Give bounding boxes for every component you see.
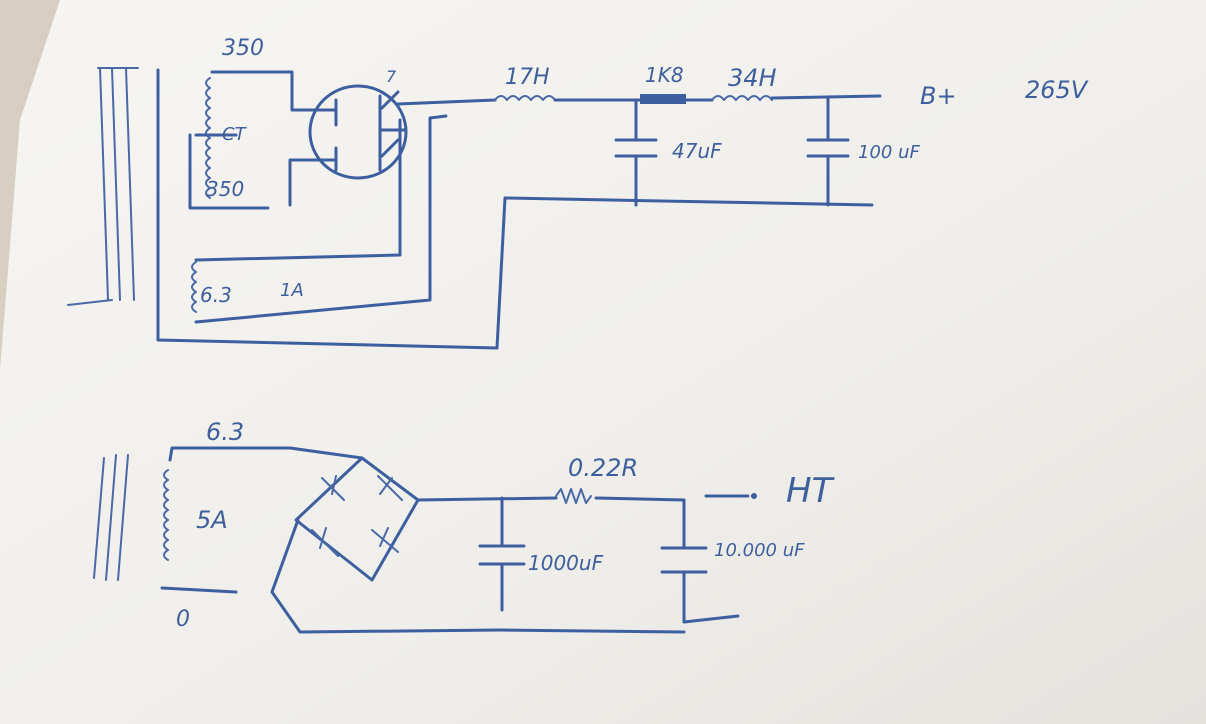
label-secondary-current: 5A [196, 506, 228, 534]
label-cap-10000uf: 10.000 uF [714, 540, 805, 561]
transformer-core [99, 67, 135, 301]
label-hv-top: 350 [222, 36, 264, 61]
resistor-1k8 [640, 94, 686, 104]
choke-34h [711, 95, 773, 101]
valve-rectifier-supply [67, 67, 882, 350]
bridge-output-wire [416, 496, 558, 502]
ht-rail [594, 494, 750, 502]
label-secondary-voltage: 6.3 [206, 418, 244, 446]
heater-wire-1 [194, 118, 402, 262]
resistor-0-22r [555, 488, 592, 504]
tube-output-lead [396, 98, 497, 106]
label-b-plus: B+ [920, 82, 957, 110]
bridge-rectifier-supply [93, 446, 757, 634]
label-heater-current: 1A [280, 280, 304, 301]
bridge-ground-wire [270, 518, 502, 634]
label-choke-17h: 17H [505, 65, 550, 90]
secondary-winding [163, 469, 169, 561]
choke-17h [494, 95, 556, 101]
tube-electrodes [334, 90, 406, 172]
return-path [156, 68, 507, 350]
heater-winding [191, 261, 197, 313]
hv-winding [205, 77, 211, 199]
label-b-plus-voltage: 265V [1025, 76, 1089, 104]
diode-bridge [294, 456, 420, 582]
label-choke-34h: 34H [728, 64, 777, 92]
capacitor-1000uf [478, 496, 526, 612]
label-ht: HT [786, 471, 835, 511]
label-heater-voltage: 6.3 [200, 283, 232, 307]
label-cap-47uf: 47uF [672, 139, 722, 163]
label-resistor-1k8: 1K8 [645, 63, 684, 87]
secondary-lead-bottom [160, 586, 238, 594]
label-cap-1000uf: 1000uF [528, 551, 604, 575]
b-plus-rail [770, 94, 882, 100]
ground-rail-top [503, 196, 874, 207]
label-cap-100uf: 100 uF [858, 142, 920, 163]
label-center-tap: CT [222, 124, 248, 145]
hv-lead-bottom [188, 133, 338, 210]
label-zero: 0 [176, 607, 190, 632]
label-hv-bottom: 350 [206, 177, 244, 201]
transformer-core-ends [67, 67, 139, 306]
ht-terminal [751, 493, 757, 499]
ground-rail-bottom [498, 628, 686, 634]
secondary-lead-top [168, 446, 364, 462]
rectifier-tube [308, 84, 408, 180]
label-resistor-0-22r: 0.22R [568, 454, 638, 482]
heater-wire-2 [194, 114, 448, 324]
transformer-core-2 [93, 454, 129, 581]
capacitor-10000uf [660, 498, 740, 624]
label-tube-pin: 7 [386, 67, 397, 86]
capacitor-47uf [614, 98, 658, 207]
diode-symbols [311, 475, 403, 557]
capacitor-100uf [806, 96, 850, 207]
